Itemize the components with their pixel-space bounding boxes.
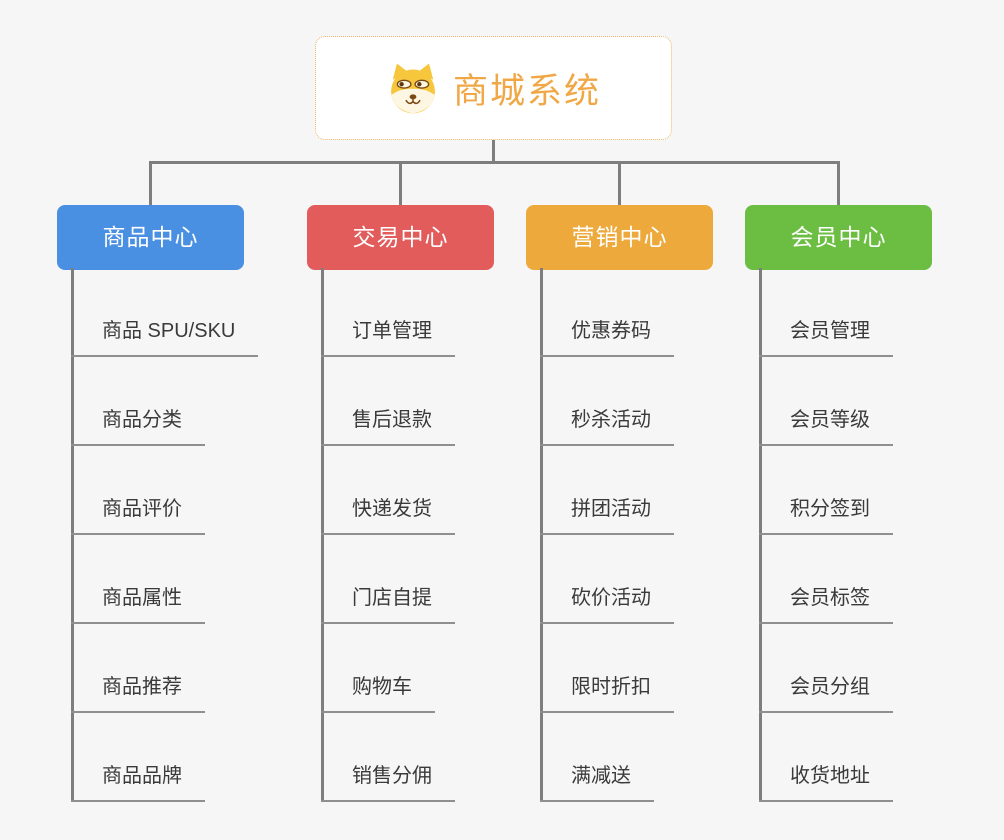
tree-item[interactable]: 会员管理 xyxy=(759,317,893,357)
connector-trunk-branch-2 xyxy=(540,268,543,802)
branch-node-member-center[interactable]: 会员中心 xyxy=(745,205,932,270)
tree-item[interactable]: 销售分佣 xyxy=(321,762,455,802)
dog-face-icon xyxy=(386,61,440,115)
tree-item[interactable]: 商品分类 xyxy=(71,406,205,446)
connector-drop-branch-0 xyxy=(149,161,152,207)
tree-item[interactable]: 订单管理 xyxy=(321,317,455,357)
connector-drop-branch-3 xyxy=(837,161,840,207)
tree-item[interactable]: 会员分组 xyxy=(759,673,893,713)
tree-item[interactable]: 门店自提 xyxy=(321,584,455,624)
connector-drop-branch-2 xyxy=(618,161,621,207)
tree-item[interactable]: 会员标签 xyxy=(759,584,893,624)
tree-item[interactable]: 收货地址 xyxy=(759,762,893,802)
tree-item[interactable]: 商品属性 xyxy=(71,584,205,624)
tree-item[interactable]: 商品评价 xyxy=(71,495,205,535)
connector-trunk-branch-1 xyxy=(321,268,324,802)
tree-item[interactable]: 积分签到 xyxy=(759,495,893,535)
connector-trunk-branch-3 xyxy=(759,268,762,802)
connector-drop-branch-1 xyxy=(399,161,402,207)
branch-node-marketing-center[interactable]: 营销中心 xyxy=(526,205,713,270)
tree-item[interactable]: 拼团活动 xyxy=(540,495,674,535)
root-title: 商城系统 xyxy=(452,71,601,111)
connector-root-stem xyxy=(492,140,495,164)
tree-item[interactable]: 快递发货 xyxy=(321,495,455,535)
tree-item[interactable]: 秒杀活动 xyxy=(540,406,674,446)
tree-item[interactable]: 售后退款 xyxy=(321,406,455,446)
tree-item[interactable]: 商品 SPU/SKU xyxy=(71,317,259,357)
tree-item[interactable]: 满减送 xyxy=(540,762,654,802)
branch-node-trade-center[interactable]: 交易中心 xyxy=(307,205,494,270)
tree-item[interactable]: 购物车 xyxy=(321,673,435,713)
tree-item[interactable]: 会员等级 xyxy=(759,406,893,446)
root-node[interactable]: 商城系统 xyxy=(315,36,672,140)
tree-item[interactable]: 优惠券码 xyxy=(540,317,674,357)
tree-item[interactable]: 砍价活动 xyxy=(540,584,674,624)
tree-item[interactable]: 商品推荐 xyxy=(71,673,205,713)
tree-item[interactable]: 限时折扣 xyxy=(540,673,674,713)
tree-item[interactable]: 商品品牌 xyxy=(71,762,205,802)
connector-trunk-branch-0 xyxy=(71,268,74,802)
branch-node-product-center[interactable]: 商品中心 xyxy=(57,205,244,270)
connector-bus xyxy=(149,161,840,164)
